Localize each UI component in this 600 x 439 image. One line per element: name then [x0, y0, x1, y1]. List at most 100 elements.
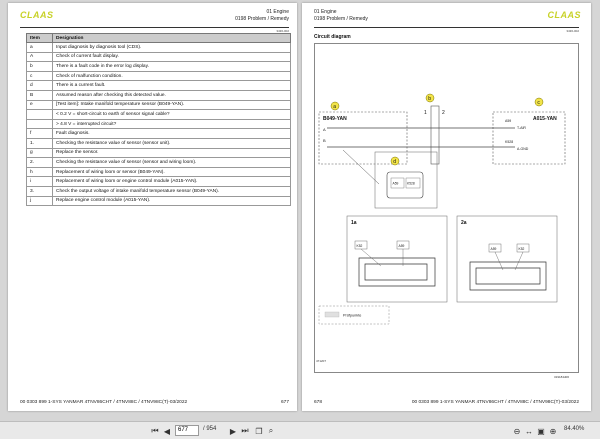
next-page-icon[interactable]: ▶ — [229, 426, 237, 436]
ecm-connector-box — [492, 111, 566, 165]
circuit-diagram: B049-YAN A015-YAN A B A59 K528 T-AIR A-G… — [318, 93, 566, 325]
viewer-toolbar: ⏮ ◀ 677 / 954 ▶ ⏭ ❐ ⌕ ⊖ ↔ ▣ ⊕ 84.40% — [0, 421, 600, 439]
zoom-in-icon[interactable]: ⊕ — [549, 426, 557, 436]
row-designation-cell: [Test item]: Intake manifold temperature… — [52, 99, 291, 111]
row-item-cell: g — [26, 147, 53, 159]
view-2a-k52-label: K52 — [519, 247, 525, 251]
zoom-level[interactable]: 84.40% — [564, 426, 585, 432]
callout-b-marker — [425, 93, 435, 103]
page-header: 01 Engine 0198 Problem / Remedy — [235, 9, 289, 23]
table-header-row: Item Designation — [26, 33, 291, 43]
row-item-cell — [26, 118, 53, 130]
row-item-cell: h — [26, 166, 53, 178]
first-page-icon[interactable]: ⏮ — [151, 426, 159, 435]
header-section: 0198 Problem / Remedy — [235, 16, 289, 22]
footer-page-number: 678 — [314, 400, 323, 405]
row-item-cell: 2. — [26, 157, 53, 168]
pin-a59-label: A59 — [505, 119, 511, 123]
connector-split — [430, 105, 440, 165]
previous-page-icon[interactable]: ◀ — [163, 426, 171, 436]
row-designation-cell: Checking the resistance value of sensor … — [52, 157, 291, 168]
footer-page-number: 677 — [280, 400, 289, 405]
row-designation-cell: Check of malfunction condition. — [52, 70, 291, 82]
signal-tair-label: T-AIR — [517, 126, 526, 130]
page-number-input[interactable]: 677 — [175, 425, 199, 436]
footer-doc-code: 00 0303 899 1-SYS YANMAR 4TNV86CHT / 4TN… — [411, 400, 579, 405]
callout-a-marker — [330, 101, 340, 111]
figure-id-left: 471207 — [316, 359, 327, 363]
fit-width-icon[interactable]: ↔ — [525, 426, 533, 436]
header-chapter: 01 Engine — [266, 9, 289, 15]
legend-box — [318, 305, 390, 325]
inset-a59-label: A59 — [393, 182, 399, 186]
view-1a-connector-body — [358, 257, 436, 287]
table-row: 3.Check the output voltage of intake man… — [26, 185, 291, 197]
row-designation-cell: Assumed reason after checking this detec… — [52, 89, 291, 101]
legend-swatch — [324, 311, 340, 318]
search-icon[interactable]: ⌕ — [268, 426, 274, 435]
table-row: e[Test item]: Intake manifold temperatur… — [26, 99, 291, 111]
footer-doc-code: 00 0303 899 1-SYS YANMAR 4TNV86CHT / 4TN… — [20, 400, 188, 405]
callout-b-label: b — [428, 96, 431, 102]
inset-pin-k528 — [405, 177, 421, 189]
row-designation-cell: There is a fault code in the error log d… — [52, 61, 291, 72]
sensor-connector-box — [318, 111, 408, 165]
zoom-out-icon[interactable]: ⊖ — [513, 426, 521, 436]
last-page-icon[interactable]: ⏭ — [241, 426, 249, 435]
column-header-item: Item — [26, 33, 53, 43]
doc-id: 3436-002 — [276, 29, 289, 33]
row-designation-cell: Checking the resistance value of sensor … — [52, 137, 291, 149]
claas-logo: CLAAS — [547, 10, 581, 20]
section-title: Circuit diagram — [314, 34, 351, 40]
row-item-cell: 1. — [26, 137, 53, 149]
row-item-cell: d — [26, 80, 53, 91]
row-item-cell: i — [26, 176, 53, 187]
pin-a-label: A — [323, 127, 326, 132]
row-item-cell: 3. — [26, 185, 53, 197]
callout-d-label: d — [393, 159, 396, 165]
row-designation-cell: Replace the sensor. — [52, 147, 291, 159]
inset-frame — [374, 151, 438, 209]
view-1a-leader-1 — [360, 248, 382, 267]
row-designation-cell: < 0.2 V = short-circuit to earth of sens… — [52, 109, 291, 120]
row-item-cell: e — [26, 99, 53, 111]
row-designation-cell: Check the output voltage of intake manif… — [52, 185, 291, 197]
view-2a-a59-label: A59 — [491, 247, 497, 251]
header-section: 0198 Problem / Remedy — [314, 16, 368, 22]
header-chapter: 01 Engine — [314, 9, 337, 15]
header-rule — [314, 27, 579, 28]
split-label-1: 1 — [424, 110, 427, 116]
pin-k528-label: K528 — [505, 140, 513, 144]
header-rule — [20, 27, 289, 28]
row-designation-cell: Check of current fault display. — [52, 51, 291, 63]
view-2a-label: 2a — [461, 220, 467, 226]
copy-icon[interactable]: ❐ — [255, 426, 263, 436]
table-row: 1.Checking the resistance value of senso… — [26, 137, 291, 149]
callout-a-label: a — [333, 104, 336, 110]
row-item-cell: j — [26, 195, 53, 207]
view-2a-connector-body — [469, 261, 547, 291]
callout-c-label: c — [537, 100, 540, 106]
row-item-cell — [26, 109, 53, 120]
row-designation-cell: Fault diagnosis. — [52, 128, 291, 139]
inset-connector — [386, 171, 424, 199]
right-document-page: 01 Engine 0198 Problem / Remedy CLAAS 34… — [302, 3, 591, 411]
view-1a-frame — [346, 215, 448, 303]
figure-id-right: 319184d06 — [554, 375, 570, 379]
sensor-connector-label: B049-YAN — [323, 116, 347, 122]
row-item-cell: A — [26, 51, 53, 63]
split-label-2: 2 — [442, 110, 445, 116]
page-header: 01 Engine 0198 Problem / Remedy — [314, 9, 368, 23]
table-row: 2.Checking the resistance value of senso… — [26, 157, 291, 168]
fit-page-icon[interactable]: ▣ — [537, 426, 545, 436]
view-1a-label: 1a — [351, 220, 357, 226]
table-row: > 4.8 V = interrupted circuit? — [26, 118, 291, 130]
